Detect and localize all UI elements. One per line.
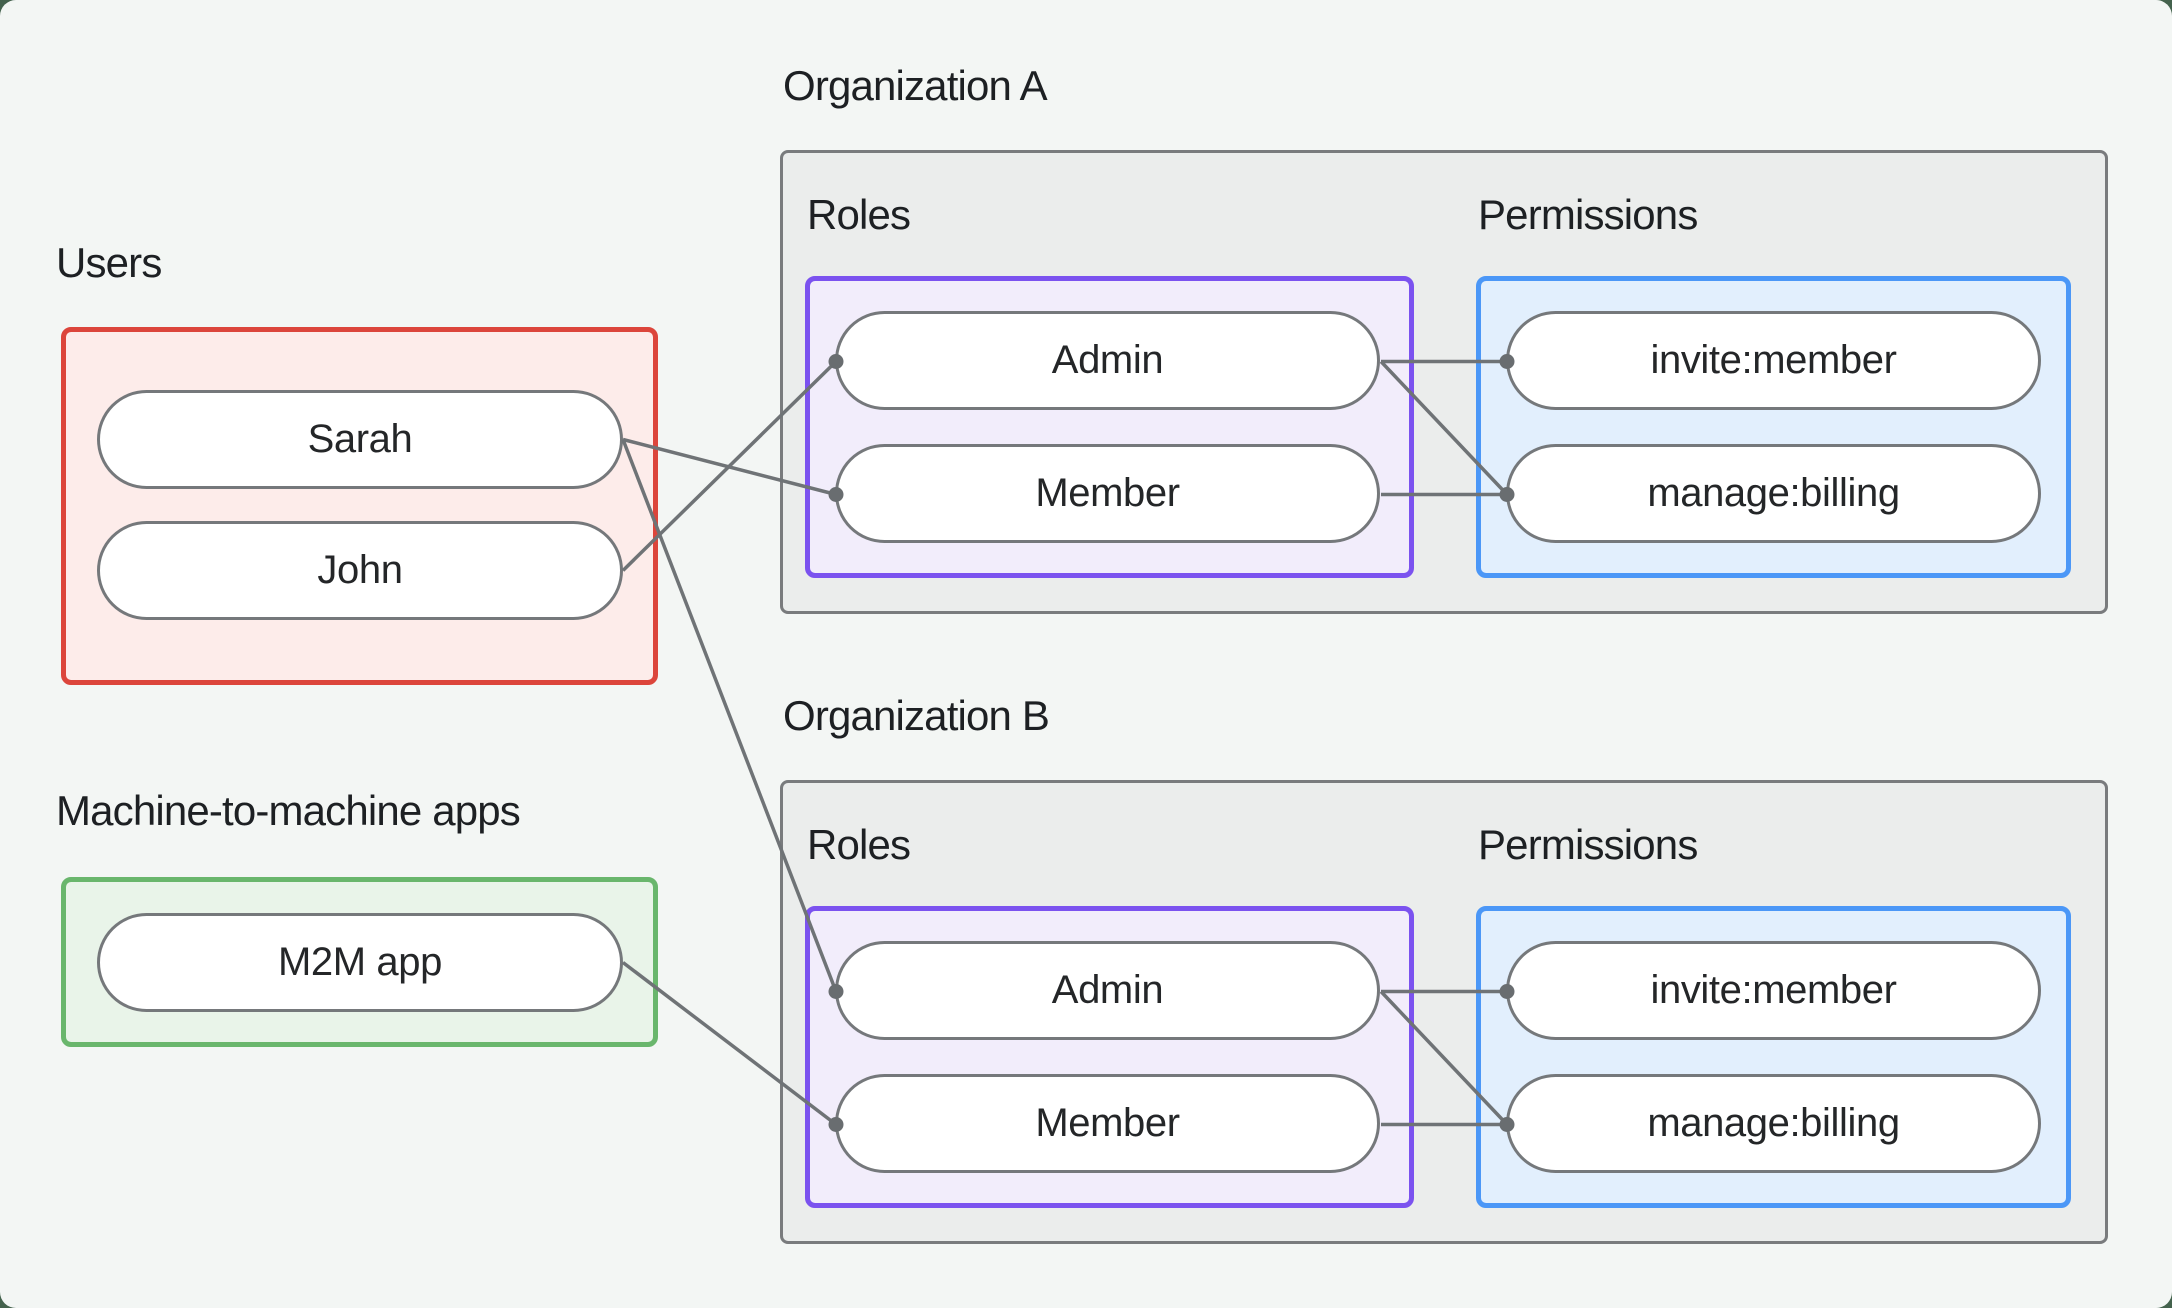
org-a-permission-manage-billing: manage:billing xyxy=(1506,444,2041,543)
org-a-title: Organization A xyxy=(783,62,1048,109)
org-a-roles-label: Roles xyxy=(807,191,911,238)
org-b-permission-manage-billing: manage:billing xyxy=(1506,1074,2041,1173)
org-b-roles-label: Roles xyxy=(807,821,911,868)
org-a-permissions-group: invite:member manage:billing xyxy=(1476,276,2071,578)
org-a-roles-group: Admin Member xyxy=(805,276,1414,578)
org-b-box: Roles Permissions Admin Member invite:me… xyxy=(780,780,2108,1244)
org-b-title: Organization B xyxy=(783,692,1050,739)
m2m-label: Machine-to-machine apps xyxy=(56,787,521,834)
org-b-role-member: Member xyxy=(835,1074,1380,1173)
users-label: Users xyxy=(56,239,162,286)
user-node-sarah: Sarah xyxy=(97,390,623,489)
m2m-node: M2M app xyxy=(97,913,623,1012)
org-a-permissions-label: Permissions xyxy=(1478,191,1698,238)
org-b-permissions-label: Permissions xyxy=(1478,821,1698,868)
org-a-box: Roles Permissions Admin Member invite:me… xyxy=(780,150,2108,614)
org-b-permission-invite-member: invite:member xyxy=(1506,941,2041,1040)
users-group: Sarah John xyxy=(61,327,658,685)
org-b-permissions-group: invite:member manage:billing xyxy=(1476,906,2071,1208)
org-a-role-member: Member xyxy=(835,444,1380,543)
user-node-john: John xyxy=(97,521,623,620)
org-a-role-admin: Admin xyxy=(835,311,1380,410)
m2m-group: M2M app xyxy=(61,877,658,1047)
org-b-role-admin: Admin xyxy=(835,941,1380,1040)
org-a-permission-invite-member: invite:member xyxy=(1506,311,2041,410)
org-b-roles-group: Admin Member xyxy=(805,906,1414,1208)
